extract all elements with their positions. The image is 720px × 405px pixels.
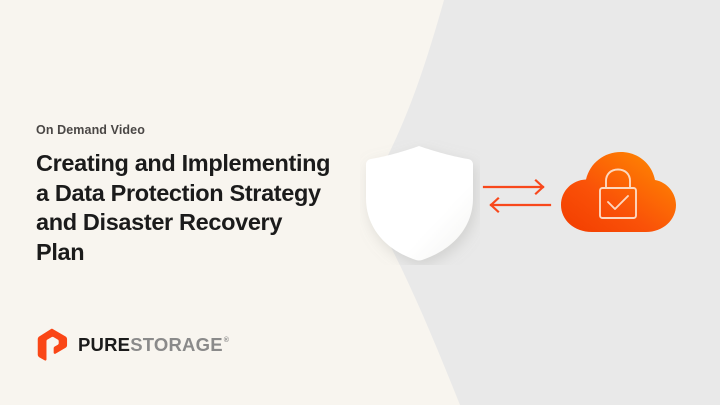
text-block: On Demand Video Creating and Implementin… <box>36 123 356 268</box>
arrow-left-head <box>489 196 500 214</box>
page-title: Creating and Implementing a Data Protect… <box>36 149 331 266</box>
logo-word-storage: STORAGE <box>130 333 223 355</box>
logo-word-pure: PURE <box>78 333 131 355</box>
check-icon <box>607 195 629 210</box>
registered-trademark-icon: ® <box>223 336 230 344</box>
pure-storage-hexagon-mark <box>37 328 68 361</box>
lock-check-icon <box>599 168 637 219</box>
arrow-right-head <box>534 178 545 196</box>
bidirectional-arrows-icon <box>480 175 555 220</box>
cloud-shape <box>561 152 676 232</box>
lock-shackle <box>605 168 631 189</box>
lock-body <box>599 187 637 219</box>
shield-icon <box>360 140 480 265</box>
eyebrow-label: On Demand Video <box>36 123 145 137</box>
background-gray-chevron <box>367 0 720 405</box>
cloud-icon <box>548 148 688 243</box>
graphic-cluster <box>340 120 700 280</box>
